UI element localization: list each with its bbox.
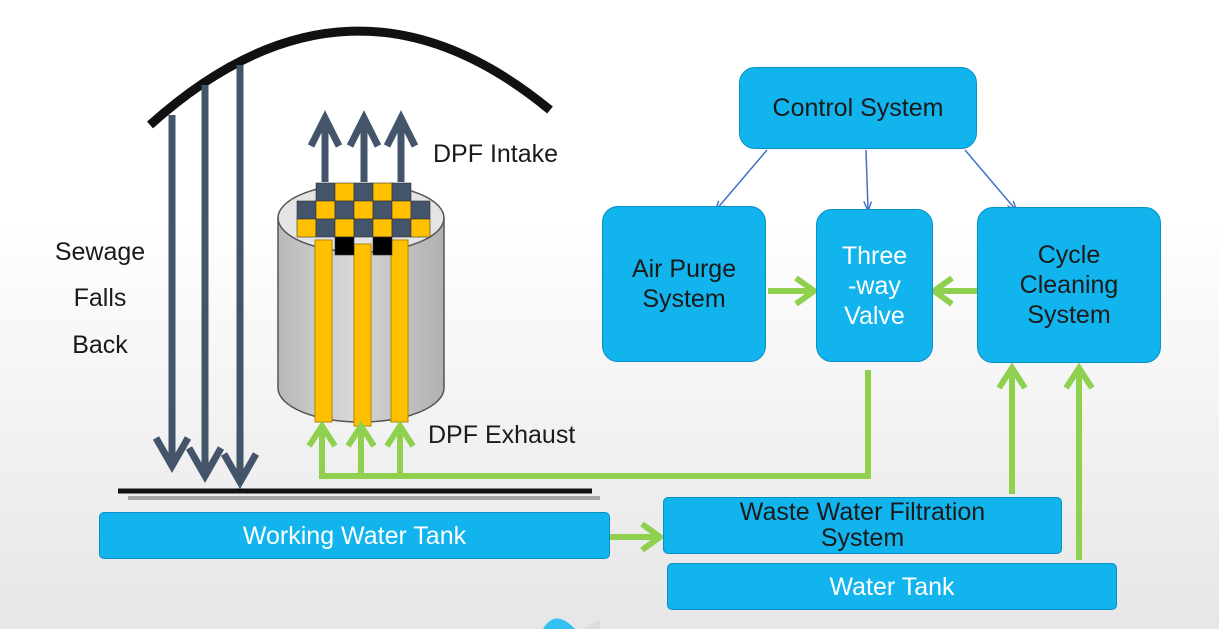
water-tank-to-cycle-cleaning-arrow	[1063, 362, 1095, 560]
air-purge-to-valve-arrow	[768, 275, 820, 307]
bottom-decoration-arrow	[583, 620, 600, 629]
cycle-cleaning-system-text: Cycle Cleaning System	[1019, 241, 1119, 329]
bottom-decoration	[543, 618, 575, 629]
control-signal-arrows	[716, 149, 1016, 210]
dpf-intake-arrows	[307, 110, 419, 182]
water-tank-text: Water Tank	[829, 572, 955, 601]
working-water-tank-text: Working Water Tank	[242, 521, 467, 550]
valve-to-dpf-flow-arrows	[306, 370, 871, 479]
spray-dome-arc	[146, 26, 553, 129]
dpf-checker-face	[296, 182, 431, 256]
control-system-box: Control System	[739, 67, 977, 149]
cycle-cleaning-system-box: Cycle Cleaning System	[977, 207, 1161, 363]
filtration-to-cycle-cleaning-arrow	[996, 362, 1028, 494]
working-tank-to-filtration-arrow	[610, 521, 666, 553]
dpf-exhaust-label: DPF Exhaust	[428, 421, 576, 449]
sewage-fall-arrows	[152, 65, 260, 490]
three-way-valve-text: Three -way Valve	[841, 241, 908, 330]
waste-water-filtration-box: Waste Water Filtration System	[663, 497, 1062, 554]
air-purge-system-box: Air Purge System	[602, 206, 766, 362]
working-water-tank-box: Working Water Tank	[99, 512, 610, 559]
waste-water-filtration-text: Waste Water Filtration System	[739, 498, 986, 553]
three-way-valve-box: Three -way Valve	[816, 209, 933, 362]
dpf-intake-label: DPF Intake	[433, 140, 559, 168]
air-purge-system-text: Air Purge System	[631, 255, 737, 313]
control-system-text: Control System	[772, 94, 944, 122]
sewage-falls-back-label: Sewage Falls Back	[54, 238, 146, 359]
cycle-cleaning-to-valve-arrow	[928, 275, 977, 307]
water-tank-box: Water Tank	[667, 563, 1117, 610]
